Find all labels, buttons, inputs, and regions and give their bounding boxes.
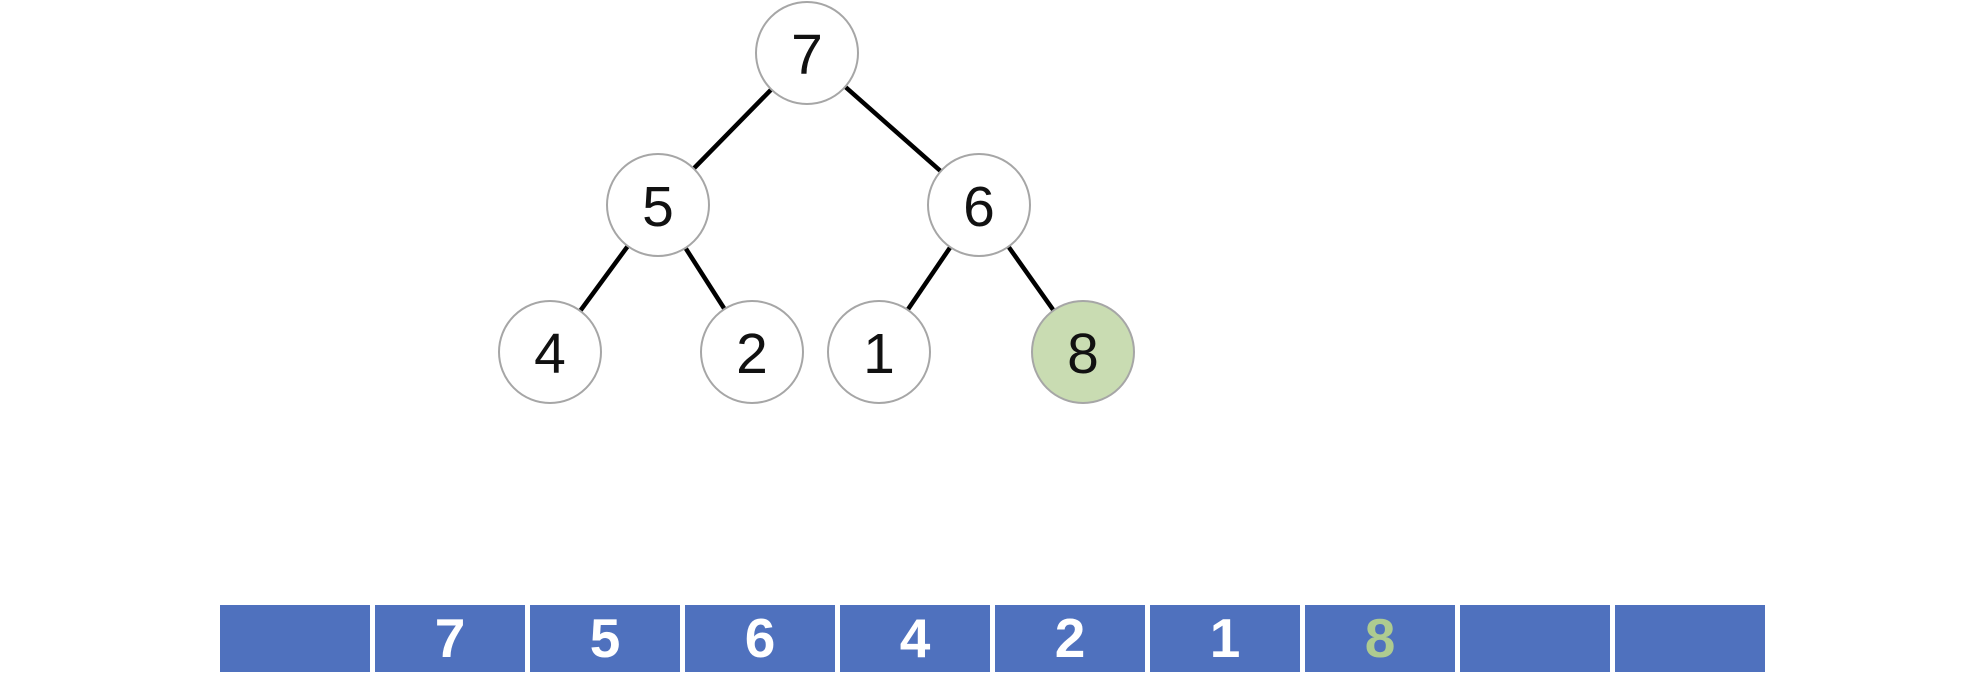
tree-node-label: 5 bbox=[642, 175, 674, 239]
tree-node-1: 1 bbox=[827, 300, 931, 404]
array-cell-9 bbox=[1615, 605, 1765, 672]
array-cell-value: 8 bbox=[1364, 607, 1396, 669]
array-cell-value: 2 bbox=[1054, 607, 1086, 669]
tree-node-label: 6 bbox=[963, 175, 995, 239]
array-cell-3: 6 bbox=[685, 605, 835, 672]
array-cell-1: 7 bbox=[375, 605, 525, 672]
array-cell-6: 1 bbox=[1150, 605, 1300, 672]
tree-node-circle bbox=[827, 300, 931, 404]
tree-node-label: 7 bbox=[791, 23, 823, 87]
tree-node-label: 4 bbox=[534, 322, 566, 386]
array-cell-value: 4 bbox=[899, 607, 931, 669]
tree-node-2: 2 bbox=[700, 300, 804, 404]
tree-node-circle bbox=[606, 153, 710, 257]
array-cell-value: 5 bbox=[589, 607, 621, 669]
tree-node-circle bbox=[498, 300, 602, 404]
tree-node-label: 1 bbox=[863, 322, 895, 386]
tree-node-circle bbox=[1031, 300, 1135, 404]
array-cell-value: 7 bbox=[434, 607, 466, 669]
array-cell-4: 4 bbox=[840, 605, 990, 672]
array-cell-8 bbox=[1460, 605, 1610, 672]
tree-node-label: 2 bbox=[736, 322, 768, 386]
tree-node-circle bbox=[700, 300, 804, 404]
array-cell-value: 6 bbox=[744, 607, 776, 669]
binary-tree-diagram: 7 5 6 4 2 1 8 bbox=[498, 1, 1135, 404]
array-cell-5: 2 bbox=[995, 605, 1145, 672]
tree-node-7: 7 bbox=[755, 1, 859, 105]
tree-node-label: 8 bbox=[1067, 322, 1099, 386]
tree-node-4: 4 bbox=[498, 300, 602, 404]
array-row: 7 5 6 4 2 1 8 bbox=[220, 605, 1765, 672]
array-cell-value: 1 bbox=[1209, 607, 1241, 669]
array-cell-7-highlighted: 8 bbox=[1305, 605, 1455, 672]
array-cell-2: 5 bbox=[530, 605, 680, 672]
tree-node-5: 5 bbox=[606, 153, 710, 257]
array-cell-0 bbox=[220, 605, 370, 672]
tree-node-6: 6 bbox=[927, 153, 1031, 257]
tree-node-circle bbox=[927, 153, 1031, 257]
tree-node-8-highlighted: 8 bbox=[1031, 300, 1135, 404]
tree-node-circle bbox=[755, 1, 859, 105]
